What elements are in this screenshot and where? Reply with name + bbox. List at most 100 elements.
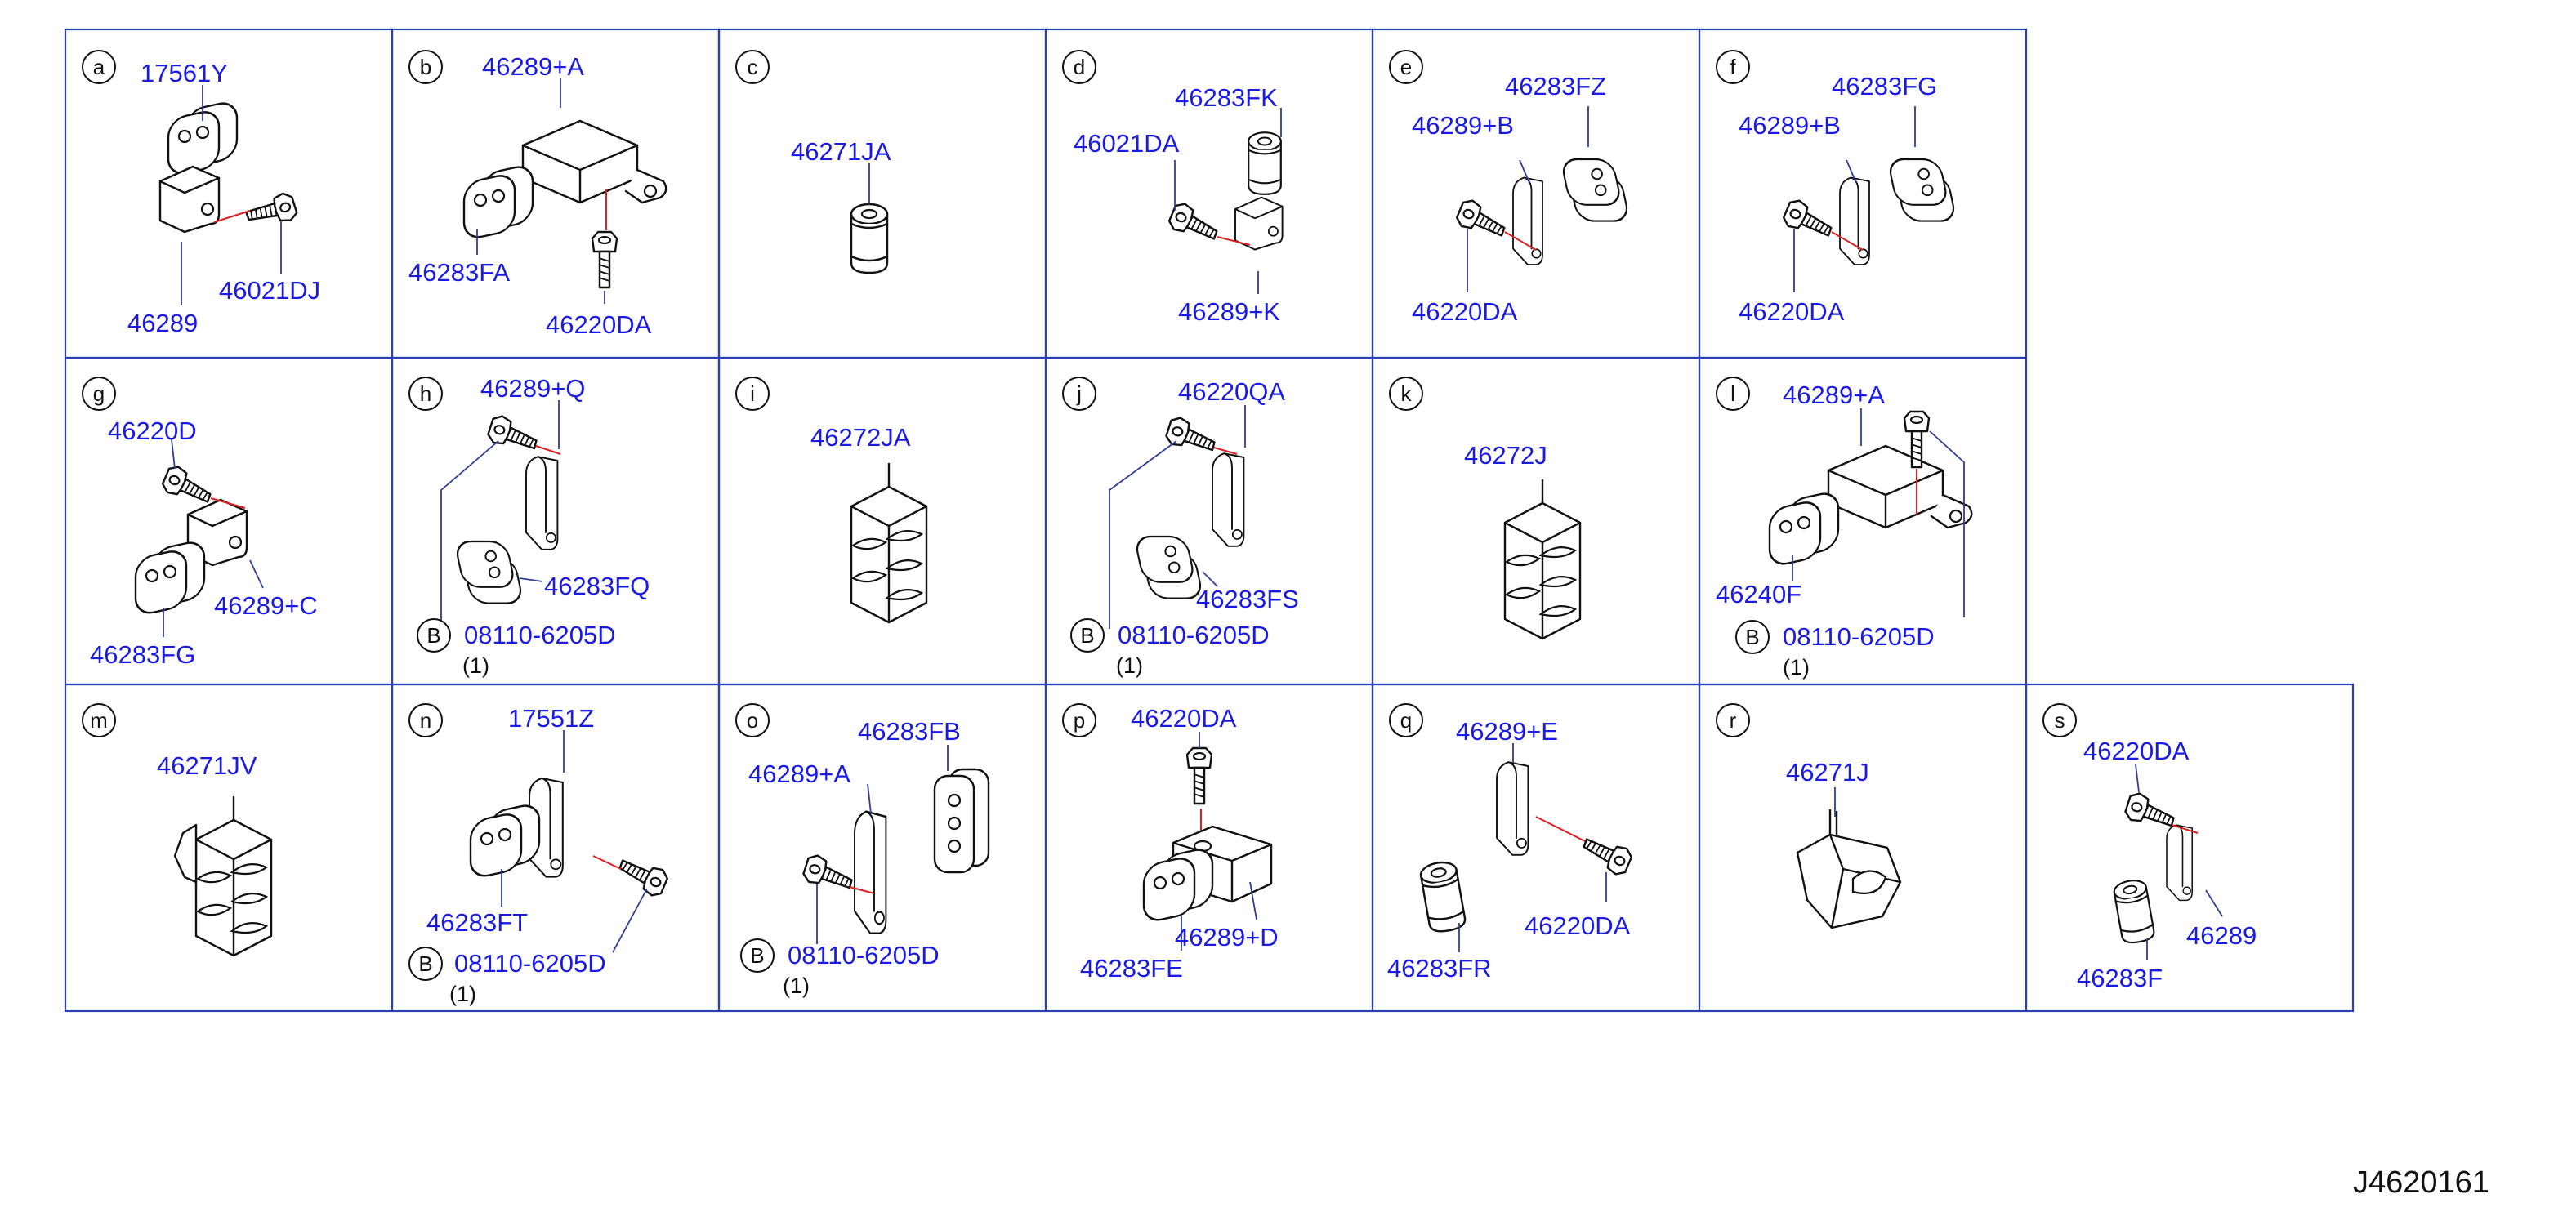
bracket-part: [853, 810, 887, 935]
cell-letter: f: [1730, 55, 1736, 79]
part-number-label: 08110-6205D: [454, 949, 606, 978]
cell-letter: k: [1401, 381, 1413, 406]
cell-letter: n: [420, 708, 431, 733]
bolt-marker: B: [1080, 623, 1094, 648]
bolt-marker-badge: [1735, 620, 1770, 654]
part-number-label: 46289+C: [214, 591, 318, 620]
cell-b: b 46289+A 46283FA 46220DA: [408, 50, 667, 339]
bolt-part: [243, 189, 301, 235]
bolt-part: [1163, 414, 1220, 457]
cell-c: c 46271JA: [735, 50, 891, 274]
part-number-label: 46021DA: [1074, 129, 1180, 158]
part-number-label: 46289+A: [482, 52, 584, 81]
cell-letter-badge: [1389, 50, 1423, 84]
part-number-label: 08110-6205D: [788, 941, 940, 969]
bracket-part: [158, 165, 221, 234]
bolt-part: [1185, 746, 1213, 805]
bolt-part: [1578, 833, 1635, 879]
cell-h: h 46289+Q 46283FQ B 08110-6205D (1): [408, 374, 650, 678]
cell-l: l 46289+A 46240F B 08110-6205D (1): [1716, 377, 1973, 680]
cell-letter-badge: [1716, 703, 1750, 737]
part-number-label: 46021DJ: [219, 276, 320, 305]
cell-f: f 46283FG 46289+B 46220DA: [1716, 50, 1958, 326]
bolt-part: [2123, 790, 2179, 832]
bolt-marker: B: [426, 623, 440, 648]
bolt-marker-badge: [1070, 618, 1105, 653]
bracket-part: [2166, 824, 2193, 902]
bolt-part: [801, 852, 857, 894]
grommet-part: [469, 801, 541, 880]
part-number-label: 46283FQ: [544, 572, 650, 600]
cell-e: e 46283FZ 46289+B 46220DA: [1389, 50, 1631, 326]
part-number-label: 46220D: [108, 417, 197, 445]
cell-letter: s: [2055, 708, 2065, 733]
cell-letter: o: [747, 708, 758, 733]
bracket-part: [1827, 444, 1973, 529]
bolt-part: [485, 412, 542, 455]
part-number-label: 46283FB: [858, 717, 961, 746]
part-number-label: 46289+A: [748, 760, 850, 788]
clip-part: [194, 795, 273, 957]
cell-letter: d: [1074, 55, 1085, 79]
part-number-label: 46289: [127, 309, 198, 337]
part-number-label: 46283FG: [1832, 72, 1937, 100]
cell-letter-badge: [1716, 50, 1750, 84]
cell-letter-badge: [82, 50, 116, 84]
part-number-label: 46289+B: [1739, 111, 1841, 140]
cell-letter: e: [1400, 55, 1412, 79]
bolt-part: [591, 230, 618, 289]
clip-part: [1503, 479, 1582, 640]
part-number-label: 46283FG: [90, 640, 195, 669]
cell-letter-badge: [408, 703, 443, 737]
cell-letter: p: [1074, 708, 1085, 733]
bracket-part: [1839, 176, 1870, 265]
part-number-label: 46283FA: [408, 258, 510, 287]
grommet-part: [1768, 489, 1840, 568]
part-number-label: 46220DA: [1412, 297, 1518, 326]
bolt-part: [159, 462, 217, 508]
part-number-label: 46289: [2186, 921, 2257, 950]
part-number-label: 46220DA: [2083, 737, 2190, 765]
cell-letter: j: [1076, 381, 1082, 406]
part-number-label: 46283FS: [1196, 585, 1299, 613]
part-number-label: 46272JA: [810, 423, 911, 452]
cell-m: m 46271JV: [82, 703, 273, 957]
part-number-label: 46289+B: [1412, 111, 1514, 140]
cell-letter-badge: [735, 703, 770, 737]
cell-letter: b: [420, 55, 431, 79]
grid-frame: [64, 28, 2355, 1013]
clip-tab: [173, 823, 198, 884]
bolt-part: [1453, 196, 1511, 242]
drawing-reference: J4620161: [2353, 1165, 2489, 1200]
bolt-marker: B: [418, 951, 432, 976]
grommet-part: [1886, 158, 1958, 222]
part-number-label: 46220QA: [1178, 377, 1285, 406]
part-number-label: 46283F: [2077, 964, 2163, 992]
cell-letter-badge: [735, 50, 770, 84]
grommet-part: [1560, 158, 1631, 222]
part-number-label: 46283FE: [1080, 954, 1183, 983]
cell-n: n 17551Z 46283FT B 08110-6205D (1): [408, 703, 671, 1006]
bolt-marker-badge: [417, 618, 451, 653]
cell-letter-badge: [408, 377, 443, 411]
bushing-part: [2111, 877, 2157, 946]
part-number-label: 08110-6205D: [1783, 622, 1935, 651]
cell-letter: g: [93, 381, 105, 406]
part-number-label: 46289+A: [1783, 381, 1885, 409]
bushing-part: [850, 203, 889, 274]
cell-letter-badge: [2042, 703, 2077, 737]
bolt-marker: B: [1745, 625, 1759, 649]
part-number-label: 46271JA: [791, 137, 891, 166]
quantity-label: (1): [462, 653, 489, 678]
cell-letter-badge: [735, 377, 770, 411]
cell-letter-badge: [1389, 703, 1423, 737]
quantity-label: (1): [449, 982, 476, 1006]
cell-letter-badge: [408, 50, 443, 84]
cell-letter: c: [748, 55, 758, 79]
part-number-label: 08110-6205D: [1118, 621, 1270, 649]
cell-o: o 46283FB 46289+A B 08110-6205D (1): [735, 703, 990, 998]
cell-s: s 46220DA 46289 46283F: [2042, 703, 2257, 992]
part-number-label: 46272J: [1464, 441, 1547, 470]
grommet-part: [1142, 845, 1214, 925]
